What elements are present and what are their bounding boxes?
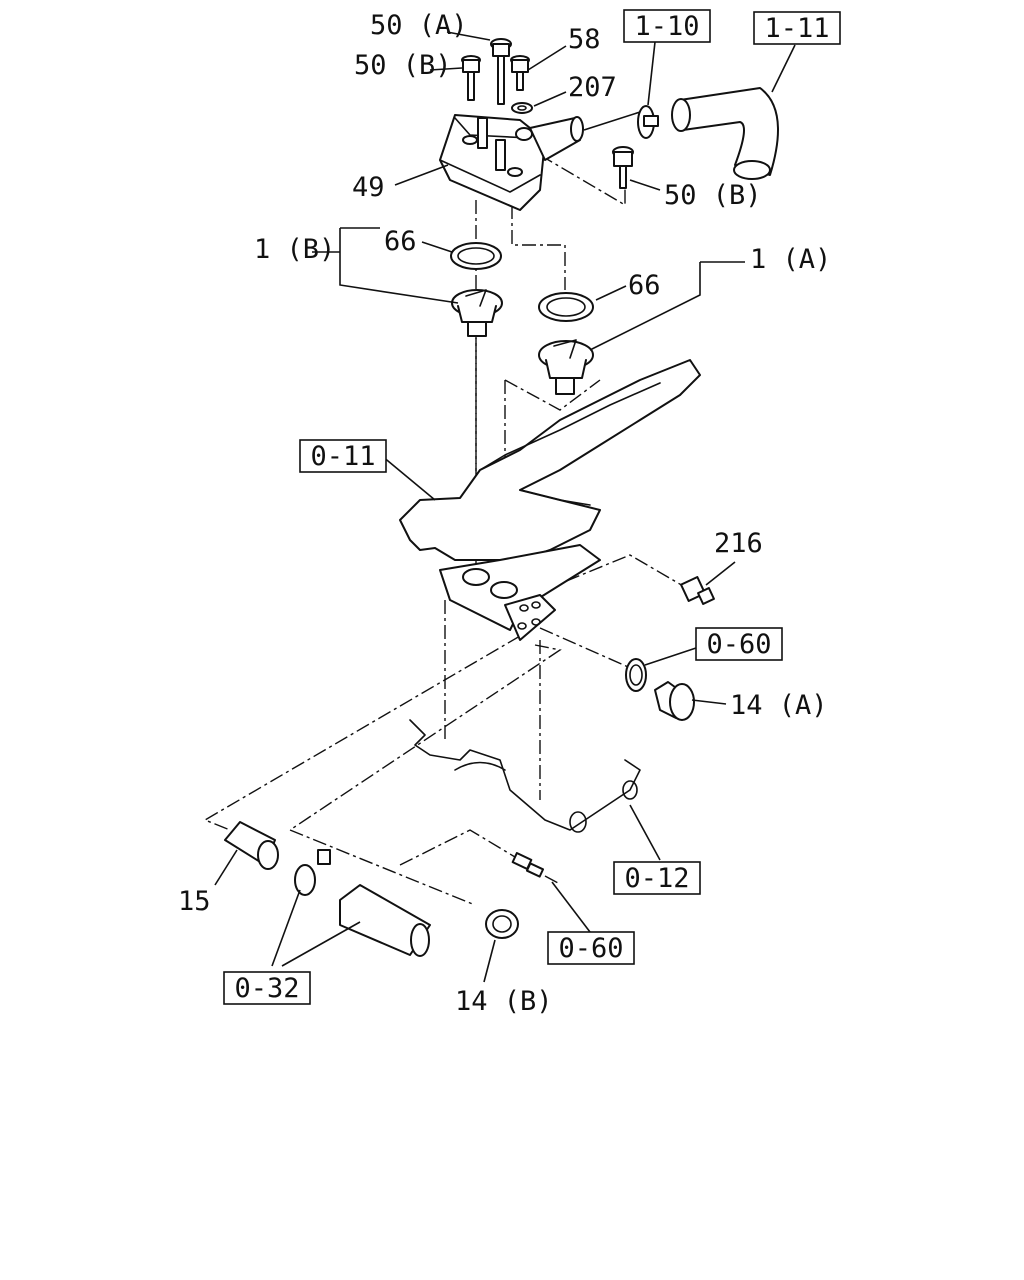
reference-box-1-10: 1-10 [623,9,711,43]
o-ring-66-left [450,242,502,270]
thermostat-1a [538,339,594,395]
upper-hose [671,87,779,180]
washer-207 [511,102,533,114]
cylinder-head [399,359,701,833]
callout-1a: 1 (A) [750,244,831,275]
reference-label: 0-11 [310,441,375,472]
assembly-lines [203,154,691,906]
bolt-50b-right [612,146,634,189]
callout-49: 49 [352,172,385,203]
hose-clamp-lower [294,849,331,896]
leader-lines [214,31,796,983]
lower-hose [339,884,431,957]
drain-cock [511,852,561,885]
thermostat-housing [439,114,584,211]
reference-box-0-60-upper: 0-60 [695,627,783,661]
reference-box-0-32: 0-32 [223,971,311,1005]
o-ring-66-right [538,292,594,322]
thermostat-1b [451,289,503,337]
plug-14a [654,681,695,721]
callout-216: 216 [714,528,763,559]
callout-207: 207 [568,72,617,103]
callout-14a: 14 (A) [730,690,828,721]
reference-label: 1-10 [634,11,699,42]
callout-66-left: 66 [384,226,417,257]
pipe-15 [224,821,279,870]
hose-clamp-top [637,105,659,139]
reference-box-1-11: 1-11 [753,11,841,45]
callout-58: 58 [568,24,601,55]
reference-box-0-12: 0-12 [613,861,701,895]
reference-label: 1-11 [764,13,829,44]
callout-labels: 50 (A) 50 (B) 58 207 49 50 (B) 1 (B) 66 … [178,10,831,1017]
callout-66-right: 66 [628,270,661,301]
reference-label: 0-32 [234,973,299,1004]
plug-14b [485,909,519,939]
reference-label: 0-60 [706,629,771,660]
reference-box-0-60-lower: 0-60 [547,931,635,965]
bolt-50b-top [461,55,481,101]
bolt-58 [510,55,530,91]
sensor-216 [680,576,715,605]
callout-50a-top: 50 (A) [370,10,468,41]
reference-label: 0-60 [558,933,623,964]
gasket-upper [625,658,647,692]
callout-50b-right: 50 (B) [664,180,762,211]
callout-15: 15 [178,886,211,917]
reference-box-0-11: 0-11 [299,439,387,473]
callout-1b: 1 (B) [254,234,335,265]
callout-14b: 14 (B) [455,986,553,1017]
reference-label: 0-12 [624,863,689,894]
bolt-50a-top [490,38,512,105]
callout-50b-top: 50 (B) [354,50,452,81]
